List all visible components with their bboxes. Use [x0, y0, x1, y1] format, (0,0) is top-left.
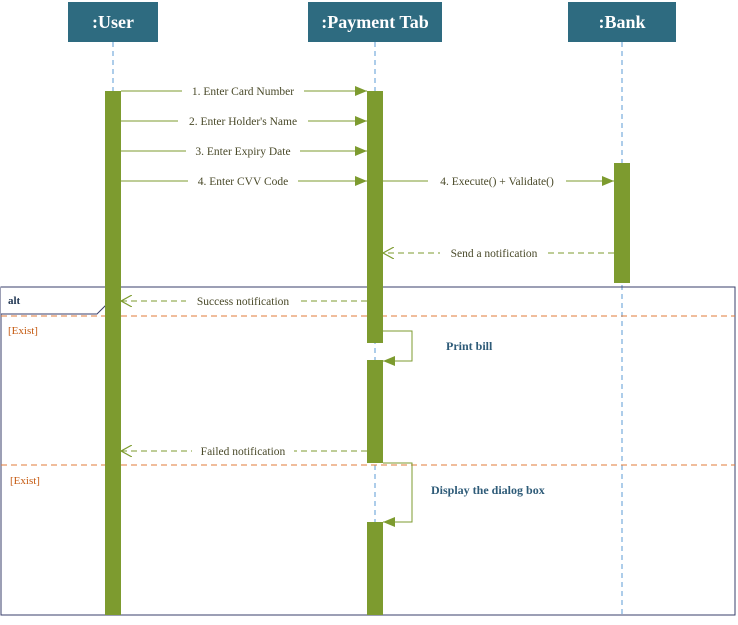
- participant-payment-tab-label: :Payment Tab: [321, 12, 429, 32]
- self-call-print-bill: Print bill: [383, 330, 493, 366]
- message-3: 3. Enter Expiry Date: [121, 144, 367, 158]
- participant-payment-tab[interactable]: :Payment Tab: [308, 2, 442, 42]
- activation-payment-tab-2: [367, 360, 383, 463]
- self-call-display-dialog: Display the dialog box: [383, 462, 545, 527]
- activation-payment-tab-3: [367, 522, 383, 615]
- participant-bank[interactable]: :Bank: [568, 2, 676, 42]
- message-1: 1. Enter Card Number: [121, 84, 367, 98]
- participant-user[interactable]: :User: [68, 2, 158, 42]
- return-message-success-notification-label: Success notification: [197, 296, 290, 308]
- message-4-label: 4. Enter CVV Code: [198, 176, 289, 188]
- guard-label-2: [Exist]: [10, 475, 40, 487]
- guard-label-1: [Exist]: [8, 325, 38, 337]
- return-message-success-notification: Success notification: [121, 294, 367, 308]
- message-4: 4. Enter CVV Code: [121, 174, 367, 188]
- return-message-send-notification-label: Send a notification: [451, 248, 538, 260]
- participant-bank-label: :Bank: [598, 12, 645, 32]
- message-5: 4. Execute() + Validate(): [383, 174, 614, 188]
- return-message-send-notification: Send a notification: [383, 246, 614, 260]
- self-call-print-bill-label: Print bill: [446, 339, 493, 353]
- return-message-failed-notification-label: Failed notification: [201, 446, 286, 458]
- activation-bank: [614, 163, 630, 283]
- message-1-label: 1. Enter Card Number: [192, 86, 294, 98]
- message-2-label: 2. Enter Holder's Name: [189, 116, 297, 128]
- activation-payment-tab-1: [367, 91, 383, 343]
- self-call-display-dialog-label: Display the dialog box: [431, 483, 545, 497]
- return-message-failed-notification: Failed notification: [121, 444, 367, 458]
- participant-user-label: :User: [92, 12, 134, 32]
- activation-user: [105, 91, 121, 615]
- message-2: 2. Enter Holder's Name: [121, 114, 367, 128]
- alt-operator-label: alt: [8, 295, 21, 307]
- message-3-label: 3. Enter Expiry Date: [195, 146, 290, 158]
- message-5-label: 4. Execute() + Validate(): [440, 176, 554, 188]
